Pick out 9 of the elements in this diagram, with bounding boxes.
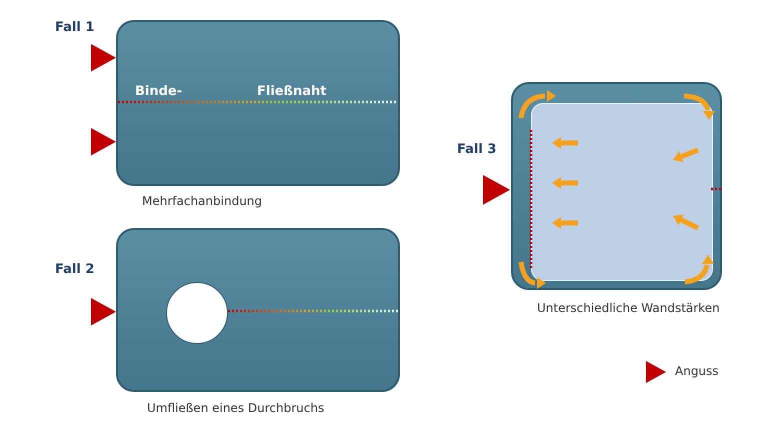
seam-label: Binde- bbox=[135, 84, 182, 99]
case-heading: Fall 2 bbox=[55, 262, 94, 277]
node-label: Unterschiedliche Wandstärken bbox=[537, 301, 720, 315]
seam-label: Fließnaht bbox=[257, 84, 326, 99]
node-label: Umfließen eines Durchbruchs bbox=[147, 401, 324, 415]
node-label: Mehrfachanbindung bbox=[142, 194, 262, 208]
case-heading: Fall 3 bbox=[457, 142, 496, 157]
legend-label: Anguss bbox=[675, 364, 719, 378]
case-heading: Fall 1 bbox=[55, 20, 94, 35]
